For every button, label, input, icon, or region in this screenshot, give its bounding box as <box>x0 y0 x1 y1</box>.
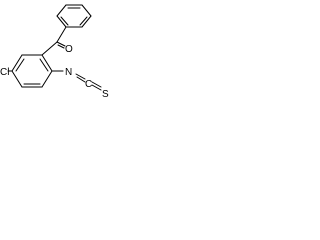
chlorophenyl-ring <box>11 54 53 88</box>
oxygen-label: O <box>65 44 73 55</box>
sulfur-label: S <box>102 89 109 100</box>
carbon-label: C <box>85 79 92 90</box>
molecule-structure: O Cl N C S <box>0 0 121 126</box>
phenyl-ring <box>56 4 92 28</box>
nitrogen-label: N <box>65 67 72 78</box>
isothiocyanate-group <box>51 70 102 91</box>
carbonyl-group <box>41 26 67 56</box>
structure-drawing: O Cl N C S <box>0 4 109 100</box>
chlorine-label: Cl <box>0 67 9 78</box>
